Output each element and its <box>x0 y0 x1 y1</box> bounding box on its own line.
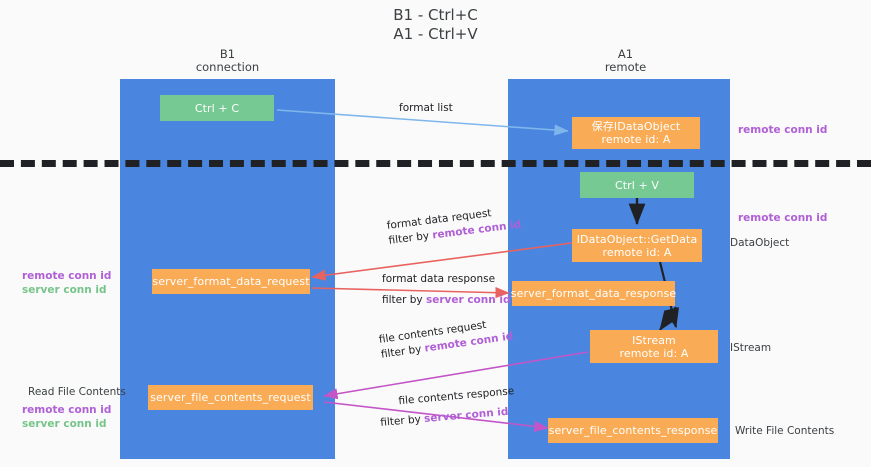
lane-header-a1: A1 remote <box>604 47 647 74</box>
annotation-read-file-contents: Read File Contents <box>28 386 126 398</box>
node-ctrl-v[interactable]: Ctrl + V <box>580 172 694 198</box>
edge-label-format-list: format list <box>399 101 453 116</box>
annotation-left-remote-conn: remote conn id <box>22 270 112 282</box>
node-server-file-contents-response[interactable]: server_file_contents_response <box>548 418 718 443</box>
node-server-format-data-response[interactable]: server_format_data_response <box>511 281 676 306</box>
edge-line-1: format list <box>399 102 453 114</box>
edge-label-format-data-response: format data response filter by server co… <box>382 272 511 308</box>
annotation-left-server-conn: server conn id <box>22 284 107 296</box>
phase-divider <box>0 160 871 167</box>
annotation-left-server-conn-2: server conn id <box>22 418 107 430</box>
edge-label-file-contents-request: file contents request filter by remote c… <box>378 314 514 362</box>
edge-line-1: format data response <box>382 273 496 285</box>
edge-label-file-contents-response: file contents response filter by server … <box>378 384 517 431</box>
annotation-remote-conn-top: remote conn id <box>738 124 828 136</box>
annotation-write-file-contents: Write File Contents <box>735 425 835 437</box>
node-istream[interactable]: IStream remote id: A <box>590 330 718 363</box>
node-ctrl-c[interactable]: Ctrl + C <box>160 95 274 121</box>
node-server-format-data-request[interactable]: server_format_data_request <box>152 269 310 294</box>
annotation-left-remote-conn-2: remote conn id <box>22 404 112 416</box>
edge-label-format-data-request: format data request filter by remote con… <box>386 203 522 249</box>
annotation-data-object: DataObject <box>730 237 790 249</box>
lane-header-b1: B1 connection <box>195 47 260 74</box>
annotation-remote-conn-mid: remote conn id <box>738 212 828 224</box>
annotation-istream: IStream <box>730 342 772 354</box>
node-idataobject-getdata[interactable]: IDataObject::GetData remote id: A <box>572 229 702 262</box>
node-server-file-contents-request[interactable]: server_file_contents_request <box>148 385 313 410</box>
node-data-object-remote[interactable]: 保存IDataObject remote id: A <box>572 117 700 149</box>
page-title: B1 - Ctrl+C A1 - Ctrl+V <box>393 6 478 43</box>
edge-line-2: filter by server conn id <box>382 294 511 306</box>
